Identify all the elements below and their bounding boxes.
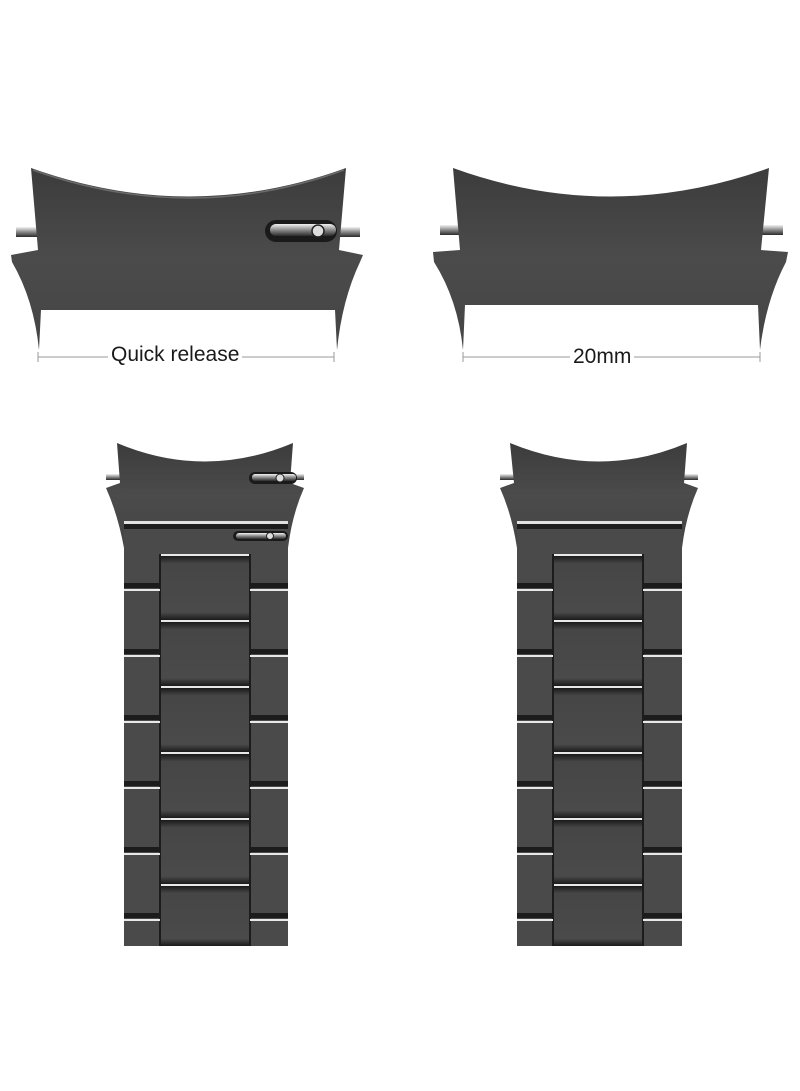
spring-bar-left-end: [16, 227, 42, 237]
center-links: [159, 554, 251, 946]
quick-release-label: Quick release: [108, 343, 243, 367]
spring-bar-right-end: [757, 225, 783, 235]
quick-release-lever-icon: [233, 531, 288, 541]
side-links: [124, 589, 288, 921]
quick-release-adapter: [11, 168, 363, 350]
adapter-body: [433, 168, 788, 350]
width-20mm-label: 20mm: [570, 345, 635, 369]
side-links: [517, 589, 682, 921]
spring-bar-left-end: [440, 225, 464, 235]
quick-release-lever-icon: [249, 472, 297, 484]
standard-adapter: [433, 168, 788, 350]
bracelet-right: [500, 443, 698, 946]
spring-bar-right-end: [330, 227, 360, 237]
bracelet-left: [106, 443, 304, 946]
quick-release-lever-icon: [265, 220, 337, 242]
adapter-body: [11, 168, 363, 350]
center-links: [552, 554, 644, 946]
